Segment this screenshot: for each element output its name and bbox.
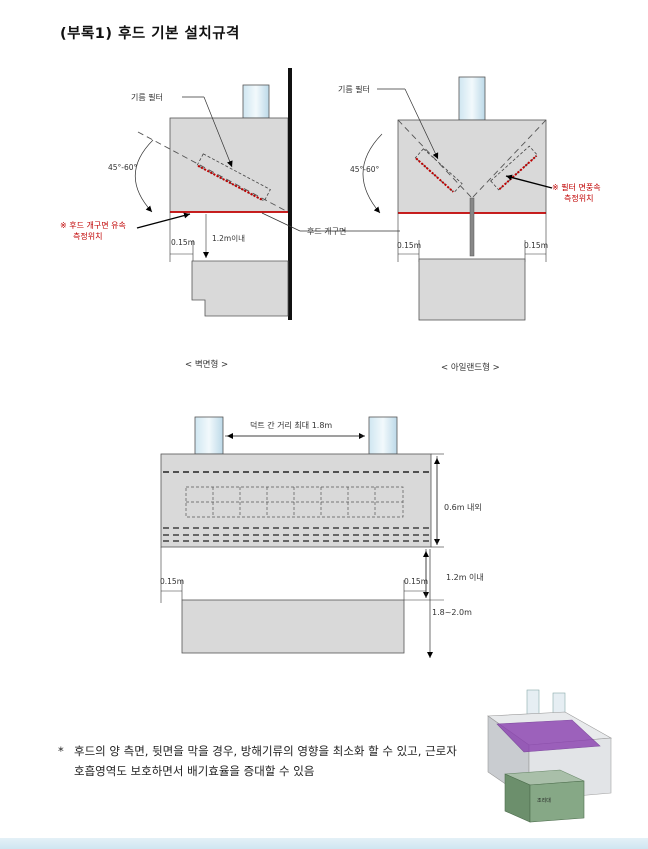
front-hood-body <box>160 453 432 548</box>
note-mark: * <box>58 744 64 758</box>
note-paragraph: * 후드의 양 측면, 뒷면을 막을 경우, 방해기류의 영향을 최소화 할 수… <box>58 741 468 781</box>
island-type-diagram: 기름 필터 45°-60° ※ 필터 면풍속 측정위치 0.15m 0.15m … <box>338 76 601 373</box>
wall-angle-label: 45°-60° <box>108 163 138 172</box>
island-center-post <box>469 197 475 257</box>
island-filter-note-1: ※ 필터 면풍속 <box>552 182 601 192</box>
front-margin-left-label: 0.15m <box>160 577 184 586</box>
wall-hood-body <box>169 117 289 213</box>
wall-filter-label: 기름 필터 <box>131 92 163 102</box>
duct-distance-label: 덕트 간 거리 최대 1.8m <box>250 420 332 430</box>
island-duct <box>458 76 486 121</box>
front-duct-left <box>194 416 224 455</box>
wall-filter-measure-line <box>197 164 263 201</box>
purple-filter-plane <box>496 719 601 753</box>
hood-height-label: 0.6m 내외 <box>444 502 482 512</box>
wall-margin-label: 0.15m <box>171 238 195 247</box>
island-filter-note-leader <box>505 174 553 189</box>
gap-label: 1.2m 이내 <box>446 572 484 582</box>
island-filter-leader <box>404 88 439 160</box>
wall-angle-arc <box>134 139 154 213</box>
island-margin-right-label: 0.15m <box>524 241 548 250</box>
island-hood-body <box>397 119 547 214</box>
opening-label: 후드 개구면 <box>307 226 346 236</box>
wall-duct <box>242 84 270 119</box>
wall-filter-leader <box>203 96 233 168</box>
front-margin-right-label: 0.15m <box>404 577 428 586</box>
wall-height-label: 1.2m이내 <box>212 233 245 243</box>
wall-type-diagram: 기름 필터 45°-60° ※ 후드 개구면 유속 측정위치 후드 개구면 0.… <box>60 68 400 370</box>
front-duct-right <box>368 416 398 455</box>
cooking-table-3d-label: 조리대 <box>537 797 551 804</box>
island-margin-left-label: 0.15m <box>397 241 421 250</box>
island-cooking-table <box>418 258 526 321</box>
wall-angle-line <box>137 131 289 213</box>
front-view-diagram: 덕트 간 거리 최대 1.8m 0.6m 내외 1.2m 이내 1.8~2.0m <box>160 416 484 658</box>
island-filter-label: 기름 필터 <box>338 84 370 94</box>
page-title: (부록1) 후드 기본 설치규격 <box>60 26 240 42</box>
wall-caption: < 벽면형 > <box>185 359 228 370</box>
table-height-label: 1.8~2.0m <box>432 608 472 617</box>
wall-measure-note-1: ※ 후드 개구면 유속 <box>60 220 126 230</box>
front-cooking-table <box>181 599 405 654</box>
island-angle-label: 45°-60° <box>350 165 380 174</box>
wall-cooking-table <box>191 260 289 317</box>
island-filter-note-2: 측정위치 <box>564 193 593 203</box>
wall-measure-note-2: 측정위치 <box>73 231 102 241</box>
wall-measure-leader <box>136 212 191 229</box>
wall <box>288 68 292 320</box>
island-caption: < 아일랜드형 > <box>441 362 500 373</box>
footer-band <box>0 838 648 849</box>
hood-3d-illustration: 조리대 <box>487 689 612 823</box>
note-text: 후드의 양 측면, 뒷면을 막을 경우, 방해기류의 영향을 최소화 할 수 있… <box>74 744 457 778</box>
front-filter-grid <box>185 486 404 518</box>
